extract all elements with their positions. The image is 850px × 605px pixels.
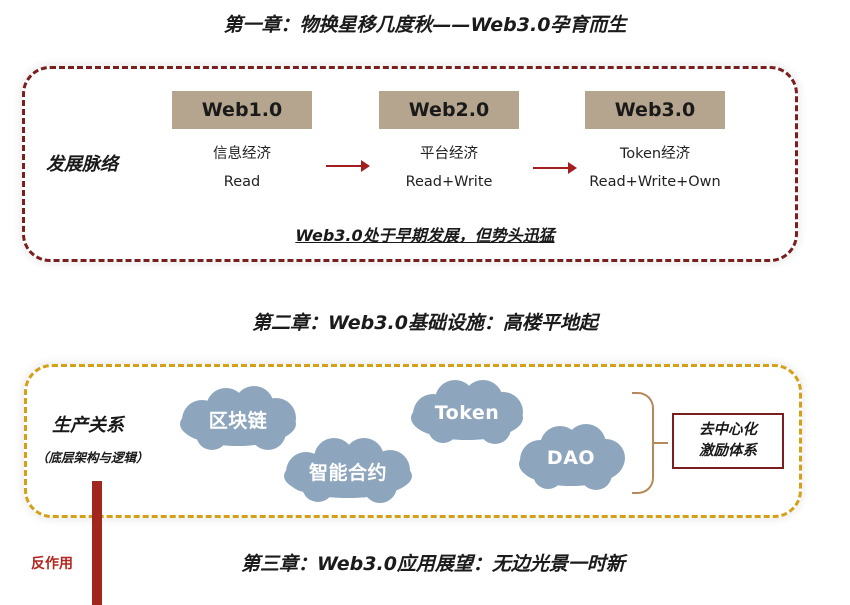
era-web1-economy: 信息经济 [213,146,271,162]
feedback-label: 反作用 [31,556,73,572]
arrow-web1-to-web2 [326,160,370,172]
decentralized-label: 去中心化 [699,422,757,438]
cloud-blockchain: 区块链 [172,384,304,454]
era-web3-capability: Read+Write+Own [589,174,721,190]
era-web2: Web2.0 平台经济 Read+Write [379,91,519,190]
cloud-dao: DAO [512,422,630,494]
era-web2-tag: Web2.0 [379,91,519,129]
era-web3-economy: Token经济 [619,146,691,162]
chapter-2-title: 第二章：Web3.0基础设施：高楼平地起 [252,312,598,334]
grouping-bracket [632,392,654,494]
infrastructure-label: 生产关系 [52,415,124,436]
timeline-summary: Web3.0处于早期发展，但势头迅猛 [295,226,555,245]
grouping-bracket-tip [654,442,668,444]
cloud-smart-contract-label: 智能合约 [308,461,387,484]
era-web2-capability: Read+Write [405,174,493,190]
cloud-token: Token [403,378,531,448]
era-web3-tag: Web3.0 [585,91,725,129]
cloud-shape-icon [180,386,296,450]
cloud-blockchain-label: 区块链 [208,409,268,432]
incentive-system-label: 激励体系 [699,443,757,459]
cloud-dao-label: DAO [546,447,596,469]
era-web1: Web1.0 信息经济 Read [172,91,312,190]
arrow-web2-to-web3 [533,162,577,174]
era-web3: Web3.0 Token经济 Read+Write+Own [585,91,725,190]
decentralized-incentive-box: 去中心化 激励体系 [672,413,784,469]
era-web1-capability: Read [223,174,261,190]
chapter-3-title: 第三章：Web3.0应用展望：无边光景一时新 [241,553,625,575]
infrastructure-sublabel: （底层架构与逻辑） [36,450,149,465]
feedback-bar [92,481,102,605]
era-web2-economy: 平台经济 [420,146,478,162]
timeline-label: 发展脉络 [46,154,118,175]
chapter-1-title: 第一章：物换星移几度秋——Web3.0孕育而生 [223,14,627,36]
cloud-token-label: Token [434,402,500,424]
era-web1-tag: Web1.0 [172,91,312,129]
cloud-shape-icon [284,438,412,503]
cloud-shape-icon [519,424,625,490]
cloud-shape-icon [411,380,523,444]
cloud-smart-contract: 智能合约 [276,436,420,506]
